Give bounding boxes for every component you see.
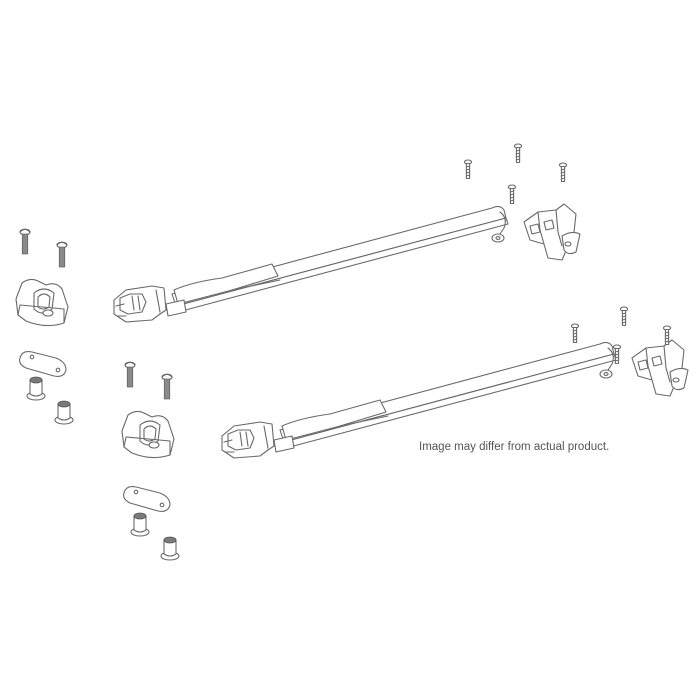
strap-assembly-upper bbox=[113, 203, 581, 323]
bracket-screws-upper bbox=[463, 143, 568, 205]
disclaimer-caption: Image may differ from actual product. bbox=[419, 441, 610, 453]
mount-hardware-upper bbox=[15, 228, 74, 425]
mount-hardware-lower bbox=[121, 361, 180, 561]
